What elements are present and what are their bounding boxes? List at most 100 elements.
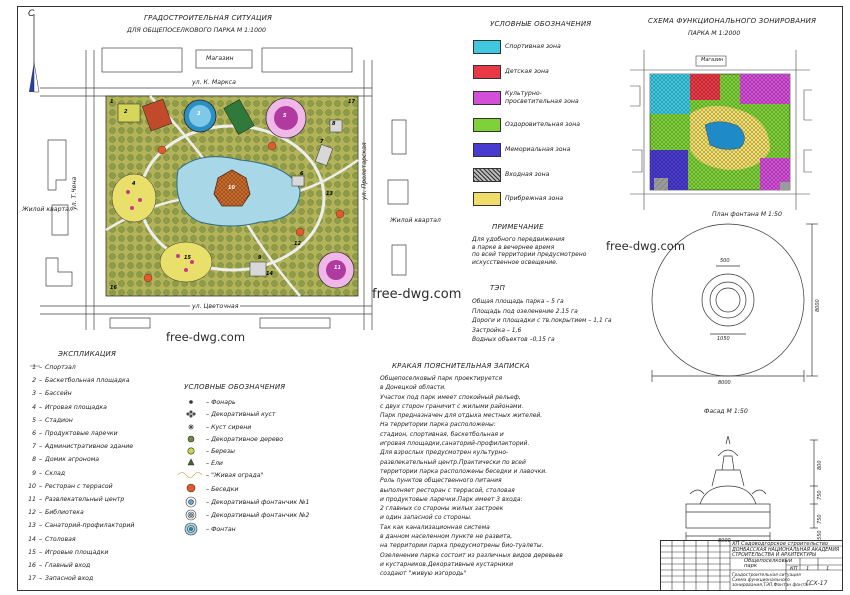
explication-item: 12–Библиотека <box>28 509 84 517</box>
note-line: Для взрослых предусмотрен культурно- <box>380 449 509 457</box>
residential-right-label: Жилой квартал <box>390 217 441 224</box>
zone-legend-item: Мемориальная зона <box>473 143 570 157</box>
explication-item: 9–Склад <box>32 469 66 477</box>
note-line: на территории парка предусмотрены био-ту… <box>380 542 544 550</box>
zone-legend-item: Прибрежная зона <box>473 192 563 206</box>
symbol-legend-item: – Фонарь <box>206 399 236 406</box>
site-plan-surroundings <box>40 47 409 330</box>
note-line: создают "живую изгородь" <box>380 570 467 578</box>
shop-label: Магазин <box>206 55 234 62</box>
explication-item: 3–Бассейн <box>32 390 72 398</box>
site-plan-subtitle: ДЛЯ ОБЩЕПОСЕЛКОВОГО ПАРКА М 1:1000 <box>127 27 266 34</box>
facade-dim-8000: 8000 <box>718 538 731 544</box>
note-line: Парк предназначен для отдыха местных жит… <box>380 412 543 420</box>
explication-item: 5–Стадион <box>32 416 73 424</box>
explanatory-note-title: КРАКАЯ ПОЯСНИТЕЛЬНАЯ ЗАПИСКА <box>392 362 530 370</box>
note-line: Так как канализационная система <box>380 523 490 531</box>
north-arrow-icon <box>29 14 40 93</box>
explication-item: 2–Баскетбольная площадка <box>32 377 130 385</box>
zone-legend-item: Культурно- просветительная зона <box>473 90 579 106</box>
tb-sheet-desc: Градостроительная ситуация Схема функцио… <box>732 573 810 588</box>
tb-sheet: 1 <box>806 566 810 572</box>
note-line: развлекательный центр.Практически по все… <box>380 458 526 466</box>
plan-number: 10 <box>228 185 235 191</box>
street-bottom-label: ул. Цветочная <box>190 303 241 311</box>
symbol-legend-item: – Беседки <box>206 486 239 493</box>
note-title: ПРИМЕЧАНИЕ <box>492 223 544 231</box>
explication-item: 15–Игровые площадки <box>28 548 109 556</box>
tep-title: ТЭП <box>490 284 506 292</box>
note-line: игровая площадки,санаторий-профилакторий… <box>380 440 530 448</box>
note-line: Участок под парк имеет спокойный рельеф, <box>380 393 521 401</box>
plan-number: 17 <box>348 99 355 105</box>
zone-legend-item: Оздоровительная зона <box>473 118 580 132</box>
note-line: и продуктовые ларечки.Парк имеет 3 входа… <box>380 495 523 503</box>
dim-8000: 8000 <box>718 380 731 386</box>
symbols-legend-graphics <box>177 400 203 536</box>
fountain-plan-title: План фонтана М 1:50 <box>712 211 782 218</box>
plan-number: 11 <box>334 265 341 271</box>
dim-1050: 1050 <box>717 336 730 342</box>
note-line: и один запасной со стороны. <box>380 514 472 522</box>
plan-number: 3 <box>197 111 201 117</box>
note-line: выполняет ресторан с террасой, столовая <box>380 486 515 494</box>
plan-number: 12 <box>294 241 301 247</box>
note-line: Общепоселковый парк проектируется <box>380 375 503 382</box>
explication-item: 6–Продуктовые ларечки <box>32 430 118 437</box>
plan-number: 2 <box>124 109 128 115</box>
zone-legend-item: Спортивная зона <box>473 40 561 54</box>
watermark: free-dwg.com <box>166 330 246 344</box>
symbol-legend-item: – Фонтан <box>206 526 236 533</box>
tb-project: Общепоселковый парк <box>744 558 793 569</box>
note-line: в Донецкой области. <box>380 384 447 392</box>
explication-item: 8–Домик агронома <box>32 456 100 464</box>
plan-number: 16 <box>110 285 117 291</box>
plan-number: 8 <box>332 121 336 127</box>
note-line: в данном населенном пункте не развита, <box>380 533 513 541</box>
watermark: free-dwg.com <box>606 239 686 253</box>
plan-number: 7 <box>320 139 324 145</box>
explication-item: 11–Развлекательный центр <box>28 496 125 503</box>
plan-number: 1 <box>110 99 114 105</box>
title-block <box>660 540 843 591</box>
plan-number: 13 <box>326 191 333 197</box>
note-line: Озеленение парка состоит из различных ви… <box>380 551 563 559</box>
fountain-facade <box>685 435 818 540</box>
symbol-legend-item: – "Живая ограда" <box>206 472 264 479</box>
plan-number: 9 <box>258 255 262 261</box>
symbol-legend-item: – Декоративный куст <box>206 411 276 418</box>
watermark: free-dwg.com <box>372 287 462 302</box>
explication-item: 13–Санаторий-профилакторий <box>28 522 135 530</box>
note-line: с двух сторон граничит с жилыми районами… <box>380 402 524 410</box>
street-top-label: ул. К. Маркса <box>192 79 236 86</box>
symbols-legend-title: УСЛОВНЫЕ ОБОЗНАЧЕНИЯ <box>184 383 286 391</box>
fountain-plan <box>651 223 818 382</box>
zoning-title: СХЕМА ФУНКЦИОНАЛЬНОГО ЗОНИРОВАНИЯ <box>648 17 817 25</box>
note-line: 2 главных со стороны жилых застроек <box>380 505 504 513</box>
zone-legend-item: Входная зона <box>473 168 549 182</box>
plan-number: 14 <box>266 271 273 277</box>
plan-number: 6 <box>300 171 304 177</box>
tb-code: ГСХ-17 <box>806 580 828 587</box>
plan-number: 4 <box>132 181 136 187</box>
symbol-legend-item: – Декоративный фонтанчик №1 <box>206 499 310 506</box>
tb-org: ХП Садоводгорское строительство <box>732 541 829 547</box>
explanatory-note-text: Общепоселковый парк проектируется в Донец… <box>380 374 563 579</box>
note-line: На территории парка расположены: <box>380 421 496 429</box>
residential-left-label: Жилой квартал <box>22 206 73 213</box>
symbol-legend-item: – Декоративное дерево <box>206 436 284 443</box>
zoning-shop-label: Магазин <box>701 57 724 63</box>
symbol-legend-item: – Березы <box>206 448 236 455</box>
symbol-legend-item: – Декоративный фонтанчик №2 <box>206 512 310 519</box>
zoning-subtitle: ПАРКА М 1:2000 <box>688 30 741 37</box>
note-line: и кустарников.Декоративные кустарники <box>380 560 513 568</box>
site-plan-title: ГРАДОСТРОИТЕЛЬНАЯ СИТУАЦИЯ <box>144 14 273 22</box>
tb-sheets: 1 <box>826 566 830 572</box>
note-line: стадион, спортивная, баскетбольная и <box>380 430 504 438</box>
north-label: С <box>28 9 35 19</box>
note-line: территории парка расположены беседки и л… <box>380 467 548 475</box>
